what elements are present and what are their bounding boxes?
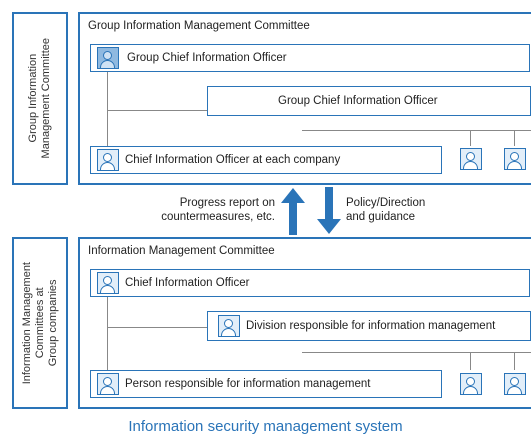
bottom-bottom-box: Person responsible for information manag… bbox=[90, 370, 442, 398]
up-arrow bbox=[281, 188, 305, 235]
bottom-drop-connector-1 bbox=[470, 352, 471, 370]
bottom-vertical-connector bbox=[107, 296, 108, 370]
person-icon bbox=[97, 373, 119, 395]
top-vertical-connector bbox=[107, 70, 108, 146]
person-icon bbox=[97, 149, 119, 171]
top-bottom-label: Chief Information Officer at each compan… bbox=[125, 154, 341, 166]
top-drop-connector-1 bbox=[470, 130, 471, 146]
top-middle-box: Group Chief Information Officer bbox=[207, 86, 531, 116]
bottom-horizontal-connector bbox=[107, 327, 207, 328]
diagram-caption: Information security management system bbox=[128, 418, 403, 435]
top-drop-connector-2 bbox=[514, 130, 515, 146]
top-middle-label: Group Chief Information Officer bbox=[278, 95, 438, 107]
down-arrow-text: Policy/Direction and guidance bbox=[346, 197, 426, 223]
bottom-cio-label: Chief Information Officer bbox=[125, 277, 250, 289]
person-icon bbox=[460, 148, 482, 170]
top-bottom-box: Chief Information Officer at each compan… bbox=[90, 146, 442, 174]
down-arrow bbox=[317, 187, 341, 234]
bottom-right-connector bbox=[302, 352, 531, 353]
bottom-cio-box: Chief Information Officer bbox=[90, 269, 530, 297]
top-horizontal-connector bbox=[107, 110, 207, 111]
person-icon bbox=[504, 373, 526, 395]
person-icon bbox=[97, 47, 119, 69]
top-committee-title: Group Information Management Committee bbox=[88, 20, 310, 32]
bottom-middle-box: Division responsible for information man… bbox=[207, 311, 531, 341]
person-icon bbox=[218, 315, 240, 337]
top-right-connector bbox=[302, 130, 531, 131]
bottom-bottom-label: Person responsible for information manag… bbox=[125, 378, 371, 390]
person-icon bbox=[97, 272, 119, 294]
person-icon bbox=[460, 373, 482, 395]
top-cio-box: Group Chief Information Officer bbox=[90, 44, 530, 72]
up-arrow-text: Progress report on countermeasures, etc. bbox=[161, 197, 275, 223]
bottom-drop-connector-2 bbox=[514, 352, 515, 370]
top-side-label: Group Information Management Committee bbox=[27, 38, 52, 159]
top-cio-label: Group Chief Information Officer bbox=[127, 52, 287, 64]
bottom-committee-title: Information Management Committee bbox=[88, 245, 275, 257]
top-side-label-box: Group Information Management Committee bbox=[12, 12, 68, 185]
bottom-middle-label: Division responsible for information man… bbox=[246, 320, 496, 332]
bottom-side-label-box: Information Management Committees at Gro… bbox=[12, 237, 68, 409]
person-icon bbox=[504, 148, 526, 170]
bottom-side-label: Information Management Committees at Gro… bbox=[20, 261, 59, 385]
